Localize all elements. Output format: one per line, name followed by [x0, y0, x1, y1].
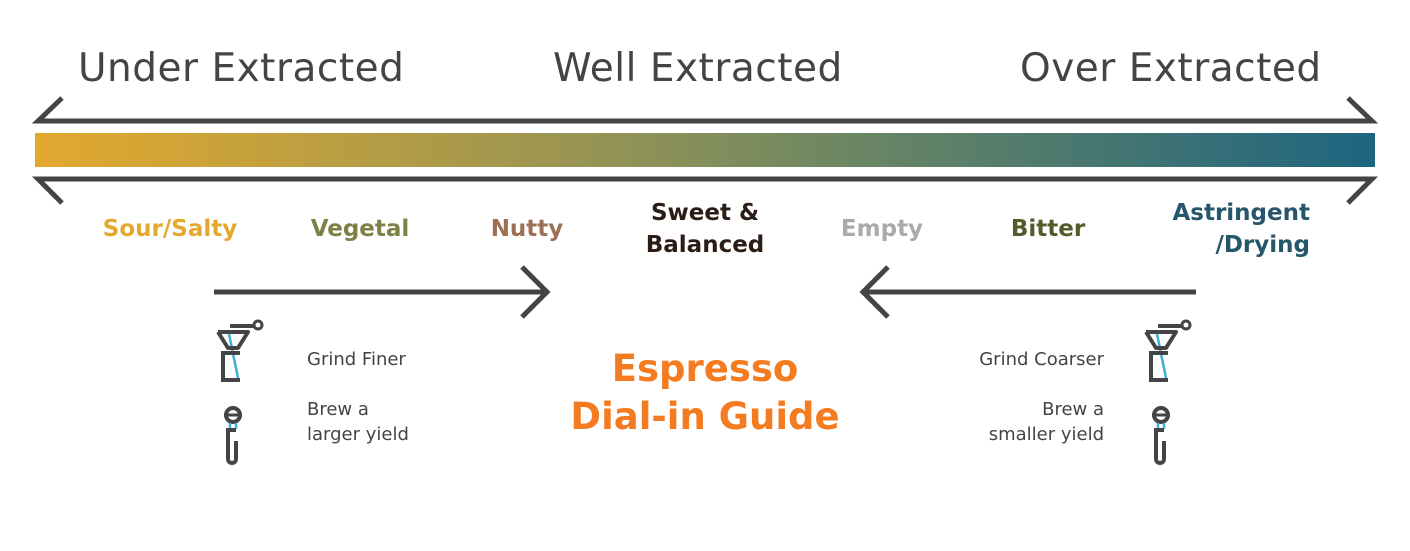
left-pointing-arrow-icon: [859, 265, 1196, 319]
advice-smaller-yield: Brew a smaller yield: [989, 397, 1104, 447]
taste-bitter: Bitter: [1010, 216, 1086, 242]
label-over-extracted: Over Extracted: [1020, 46, 1322, 91]
taste-astringent-drying: Astringent /Drying: [1110, 197, 1310, 261]
advice-larger-yield: Brew a larger yield: [307, 397, 409, 447]
taste-sour-salty: Sour/Salty: [102, 216, 238, 242]
extraction-gradient-bar: [35, 133, 1375, 167]
taste-astringent-line1: Astringent: [1172, 200, 1310, 226]
advice-grind-coarser: Grind Coarser: [979, 349, 1104, 370]
taste-sweet-balanced: Sweet & Balanced: [605, 197, 805, 261]
taste-sweet-line1: Sweet &: [650, 200, 760, 226]
grinder-icon: [1144, 319, 1192, 382]
advice-line2: smaller yield: [988, 424, 1104, 445]
taste-sweet-line2: Balanced: [645, 232, 765, 258]
portafilter-icon: [1152, 406, 1170, 465]
taste-vegetal: Vegetal: [310, 216, 410, 242]
portafilter-icon: [224, 406, 242, 465]
advice-line2: larger yield: [307, 424, 409, 445]
bottom-double-arrow: [31, 176, 1379, 205]
advice-line1: Brew a: [307, 399, 369, 420]
grinder-icon: [216, 319, 264, 382]
taste-nutty: Nutty: [490, 216, 564, 242]
advice-line1: Brew a: [1042, 399, 1104, 420]
title-line2: Dial-in Guide: [570, 395, 840, 438]
right-pointing-arrow-icon: [214, 265, 551, 319]
taste-empty: Empty: [840, 216, 924, 242]
label-under-extracted: Under Extracted: [78, 46, 405, 91]
taste-astringent-line2: /Drying: [1215, 232, 1310, 258]
guide-title: Espresso Dial-in Guide: [505, 345, 905, 441]
title-line1: Espresso: [611, 347, 799, 390]
top-double-arrow: [31, 96, 1379, 124]
advice-grind-finer: Grind Finer: [307, 349, 406, 370]
label-well-extracted: Well Extracted: [553, 46, 843, 91]
